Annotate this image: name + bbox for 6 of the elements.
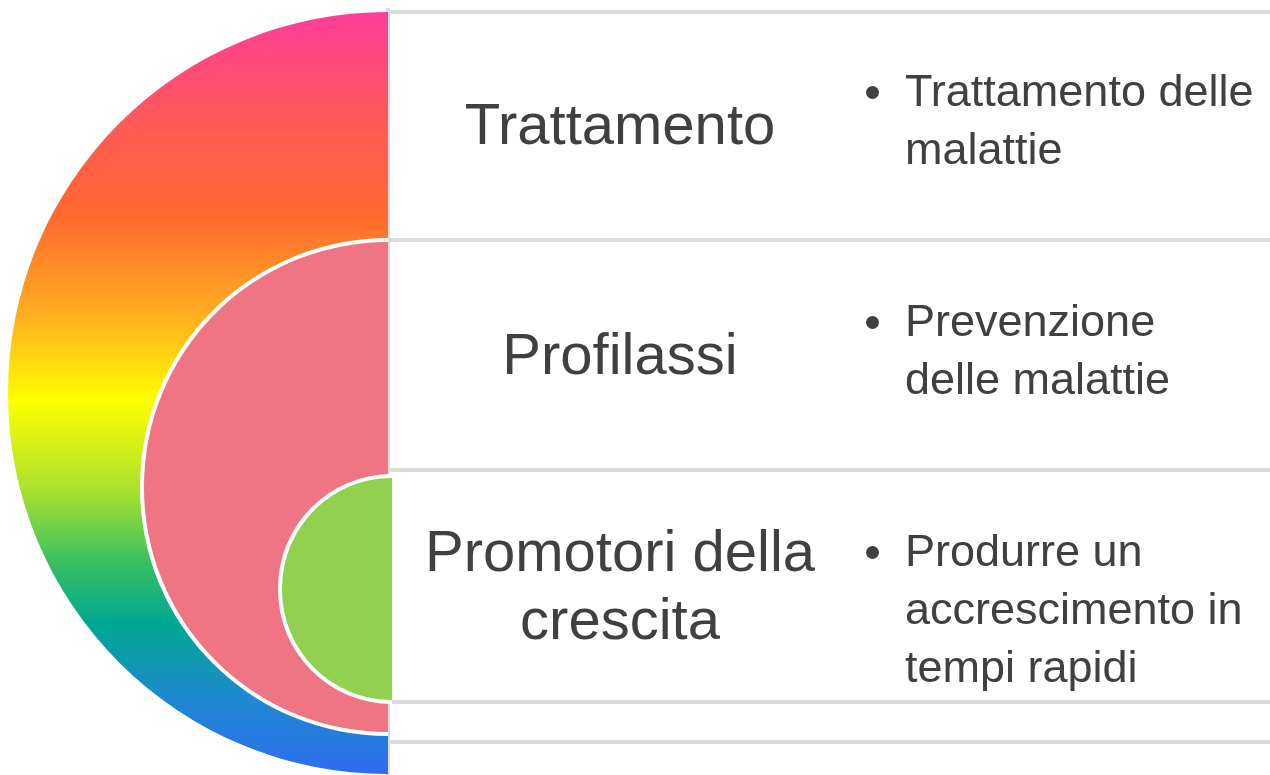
bullet-text: Prevenzione delle malattie [905, 294, 1172, 406]
bullet-text: Produrre un accrescimento in tempi rapidi [905, 524, 1244, 694]
category-title: Profilassi [501, 320, 739, 388]
category-title: Promotori della crescita [423, 517, 817, 653]
bullet-text: Trattamento delle malattie [905, 64, 1255, 176]
category-title: Trattamento [463, 90, 777, 158]
